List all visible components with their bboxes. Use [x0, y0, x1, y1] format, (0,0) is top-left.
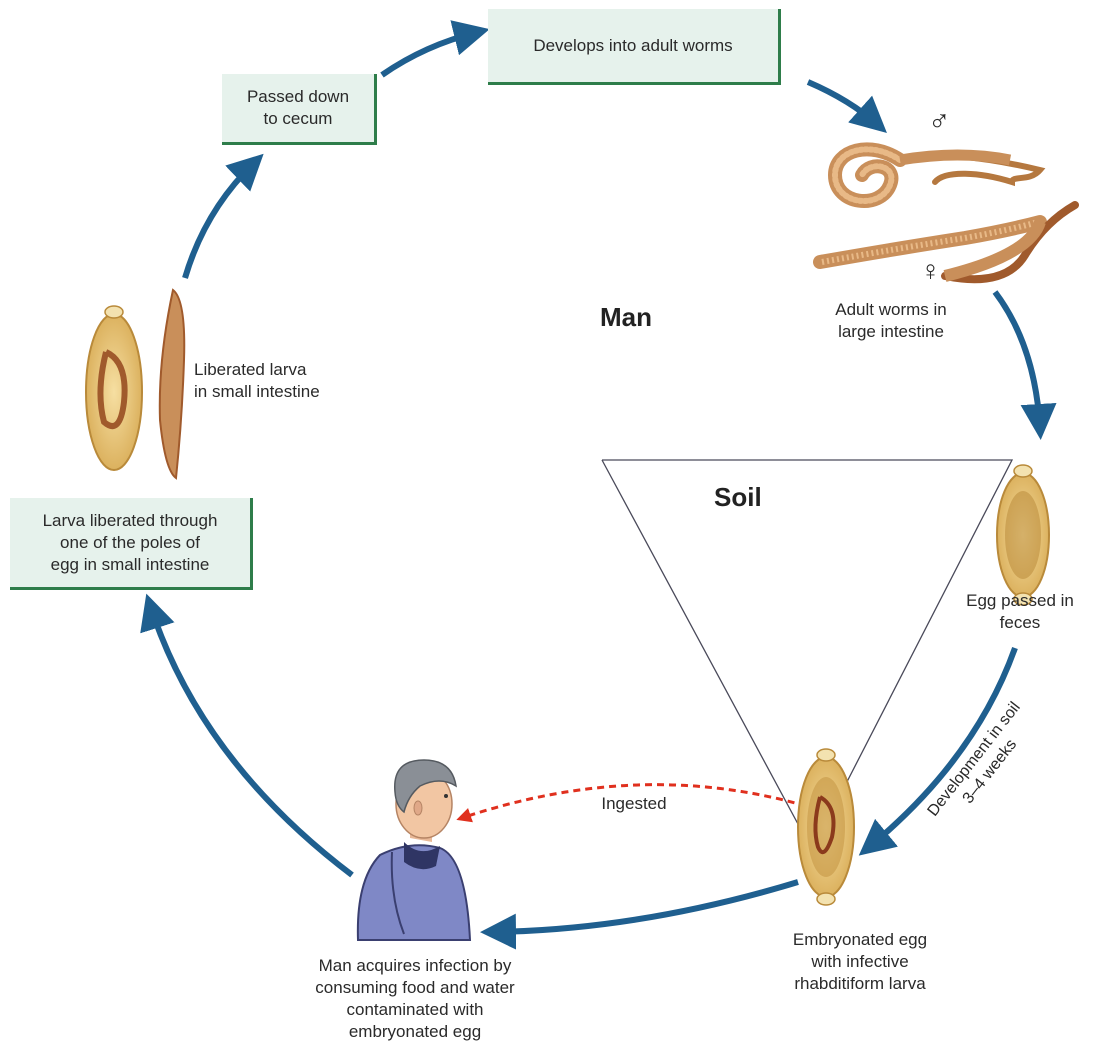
arrow-egg-to-embryonated — [858, 646, 1018, 856]
embryonated-egg-icon — [797, 748, 855, 906]
larva-liberated-box: Larva liberated through one of the poles… — [10, 498, 253, 590]
arrow-cecum-to-develops — [380, 20, 490, 78]
adult-worms-label: Adult worms in large intestine — [835, 300, 947, 341]
ingested-arrow — [456, 783, 807, 823]
develops-label: Develops into adult worms — [533, 35, 733, 55]
egg-passed-label: Egg passed in feces — [966, 591, 1074, 632]
ingested-label: Ingested — [601, 794, 667, 813]
arrow-man-to-larva-box — [140, 593, 354, 878]
liberated-larva-icon — [158, 288, 186, 480]
man-acquires-label: Man acquires infection by consuming food… — [315, 956, 515, 1041]
male-symbol: ♂ — [928, 105, 951, 138]
larva-liberated-label: Larva liberated through one of the poles… — [42, 510, 218, 574]
arrow-embryonated-to-man — [480, 879, 799, 950]
egg-icon — [996, 464, 1050, 606]
develops-adult-worms-box: Develops into adult worms — [488, 9, 781, 85]
hatching-egg-icon — [85, 305, 143, 471]
embryonated-egg-label: Embryonated egg with infective rhabditif… — [792, 930, 928, 993]
region-man-label: Man — [600, 302, 652, 332]
man-soil-divider — [601, 459, 1014, 852]
female-worm-icon — [813, 201, 1079, 284]
arrow-worms-to-egg — [992, 290, 1057, 440]
male-worm-icon — [827, 142, 1046, 208]
cecum-label: Passed down to cecum — [246, 87, 350, 128]
region-soil-label: Soil — [714, 482, 762, 512]
arrow-develops-to-worms — [806, 79, 887, 133]
arrow-larva-to-cecum — [182, 153, 264, 279]
female-symbol: ♀ — [920, 255, 941, 286]
man-avatar-icon — [356, 759, 472, 941]
passed-down-cecum-box: Passed down to cecum — [222, 74, 377, 145]
liberated-larva-label: Liberated larva in small intestine — [194, 360, 320, 401]
